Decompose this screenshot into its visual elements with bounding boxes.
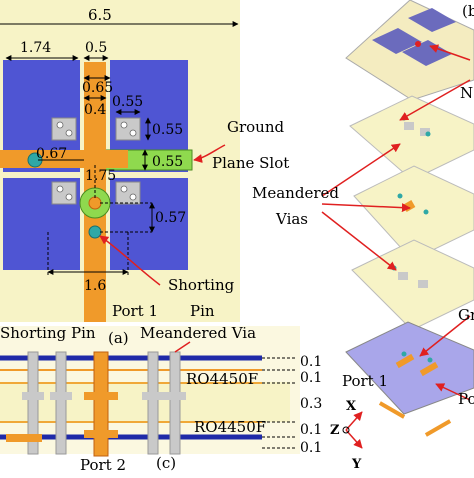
svg-text:0.1: 0.1 [300, 422, 322, 438]
thickness-dim [262, 357, 296, 449]
substrate-bottom-label: RO4450F [194, 418, 266, 436]
dim-slot-width: 0.55 [152, 154, 183, 170]
port-1-feed-pin [378, 401, 406, 419]
panel-a-top-view: 6.5 [0, 0, 289, 322]
dim-pin-distance: 1.6 [84, 278, 106, 294]
pad-1 [51, 117, 77, 141]
port-2-feed-pin [424, 419, 452, 437]
axis-triad [345, 411, 363, 449]
callout-ground-plane-slot: Ground Plane Slot [193, 118, 289, 172]
port-2-pin [93, 351, 109, 457]
callout-shorting-pin: Shorting Pin [99, 235, 235, 320]
meandered-via-pointer [174, 341, 191, 353]
panel-c-label: (c) [156, 454, 176, 472]
layer-lines [0, 355, 262, 440]
ground-slot-label-1: Ground [227, 118, 285, 136]
panel-b-exploded-view: Meandered Vias N Gr Po Port 1 (b) X Z Y [252, 0, 474, 472]
dim-patch-width: 1.74 [20, 40, 51, 56]
dim-square-a: 0.55 [112, 94, 143, 110]
pad-3 [51, 181, 77, 205]
axis-z-label: Z [330, 423, 340, 438]
substrate-top-label: RO4450F [186, 370, 258, 388]
cross-section-pins [6, 351, 186, 457]
dim-board-width: 6.5 [88, 6, 112, 24]
svg-text:0.3: 0.3 [300, 396, 322, 412]
dimension-labels: 1.74 0.5 0.65 0.4 0.55 0.55 0.55 0.67 1.… [20, 40, 186, 294]
thickness-labels: 0.1 0.1 0.3 0.1 0.1 [300, 354, 322, 456]
shorting-pin-label-1: Shorting [168, 276, 235, 294]
meandered-vias-callout [321, 44, 471, 401]
port-1-label-b: Port 1 [342, 372, 388, 390]
pad-holes [56, 121, 137, 201]
dimension-lines [5, 55, 155, 276]
label-po: Po [458, 390, 474, 408]
label-n: N [460, 84, 473, 102]
dim-via-offset: 0.67 [36, 146, 67, 162]
svg-text:0.1: 0.1 [300, 354, 322, 370]
dim-square-b: 0.55 [152, 122, 183, 138]
svg-text:0.1: 0.1 [300, 440, 322, 456]
panel-a-label: (a) [108, 329, 129, 347]
substrate-top-fill [0, 382, 290, 422]
center-via [88, 196, 102, 210]
dim-feed-gap: 0.65 [82, 80, 113, 96]
shorting-pin-label-c: Shorting Pin [0, 324, 96, 342]
label-gr: Gr [458, 306, 474, 324]
meandered-via-label-c: Meandered Via [140, 324, 256, 342]
pad-2 [115, 117, 141, 141]
meandered-vias-label-2: Vias [275, 210, 308, 228]
dim-center-offset: 1.75 [85, 168, 116, 184]
port-1-label-a: Port 1 [112, 302, 158, 320]
panel-b-label: (b) [462, 2, 474, 20]
axis-x-label: X [346, 399, 357, 414]
dim-gap: 0.5 [85, 40, 107, 56]
svg-text:0.1: 0.1 [300, 370, 322, 386]
dim-pin-offset: 0.57 [155, 210, 186, 226]
meandered-vias-label-1: Meandered [252, 184, 339, 202]
shorting-pin-label-2: Pin [190, 302, 215, 320]
ground-slot-label-2: Plane Slot [212, 154, 289, 172]
layer-bottom [345, 321, 474, 415]
axis-origin [342, 426, 350, 434]
shorting-pin-via [88, 225, 102, 239]
pad-4 [115, 181, 141, 205]
dim-inner-gap: 0.4 [84, 102, 106, 118]
port-2-label: Port 2 [80, 456, 126, 474]
layer-ground [351, 239, 474, 331]
layer-patches [345, 0, 474, 101]
panel-c-cross-section: 0.1 0.1 0.3 0.1 0.1 RO4450F RO4450F Shor… [0, 324, 322, 474]
axis-y-label: Y [351, 457, 362, 472]
